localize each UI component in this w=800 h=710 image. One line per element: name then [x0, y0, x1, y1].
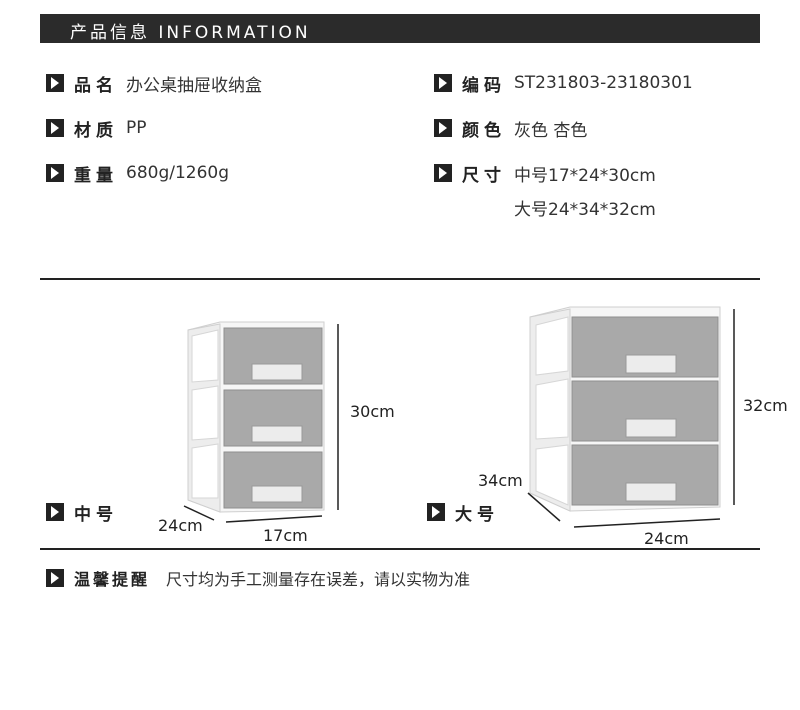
info-value-size-medium: 中号17*24*30cm: [514, 165, 656, 186]
arrow-bullet-icon: [46, 74, 64, 92]
header-title: 产品信息 INFORMATION: [70, 23, 311, 43]
info-row-code: 编码 ST231803-23180301: [434, 71, 693, 96]
notice-row: 温馨提醒 尺寸均为手工测量存在误差，请以实物为准: [46, 566, 470, 590]
info-row-material: 材质 PP: [46, 116, 147, 141]
info-label-size: 尺寸: [462, 165, 506, 186]
info-label-color: 颜色: [462, 120, 506, 141]
arrow-bullet-icon: [46, 119, 64, 137]
info-row-name: 品名 办公桌抽屉收纳盒: [46, 71, 262, 96]
info-value-material: PP: [126, 118, 147, 138]
large-label-row: 大号: [427, 500, 507, 525]
medium-cabinet-figure: [180, 320, 350, 530]
arrow-bullet-icon: [434, 119, 452, 137]
info-row-weight: 重量 680g/1260g: [46, 161, 230, 186]
info-row-color: 颜色 灰色 杏色: [434, 116, 588, 141]
info-row-size: 尺寸 中号17*24*30cm: [434, 161, 656, 186]
large-depth-label: 34cm: [478, 471, 523, 490]
header-bar: 产品信息 INFORMATION: [40, 14, 760, 43]
notice-label: 温馨提醒: [74, 570, 151, 589]
medium-height-label: 30cm: [350, 402, 395, 421]
arrow-bullet-icon: [46, 164, 64, 182]
info-label-material: 材质: [74, 120, 118, 141]
large-label: 大号: [455, 504, 499, 525]
large-height-label: 32cm: [743, 396, 788, 415]
info-label-weight: 重量: [74, 165, 118, 186]
info-value-name: 办公桌抽屉收纳盒: [126, 75, 262, 96]
info-value-size-large: 大号24*34*32cm: [514, 200, 656, 220]
large-width-label: 24cm: [644, 529, 689, 548]
section-divider-bottom: [40, 548, 760, 550]
section-divider: [40, 278, 760, 280]
info-label-name: 品名: [74, 75, 118, 96]
arrow-bullet-icon: [427, 503, 445, 521]
arrow-bullet-icon: [46, 503, 64, 521]
medium-depth-label: 24cm: [158, 516, 203, 535]
notice-text: 尺寸均为手工测量存在误差，请以实物为准: [166, 570, 471, 589]
info-value-weight: 680g/1260g: [126, 163, 230, 183]
medium-width-label: 17cm: [263, 526, 308, 545]
large-cabinet-figure: [520, 305, 750, 535]
arrow-bullet-icon: [434, 164, 452, 182]
arrow-bullet-icon: [434, 74, 452, 92]
info-value-color: 灰色 杏色: [514, 120, 588, 141]
info-value-code: ST231803-23180301: [514, 73, 693, 93]
medium-label: 中号: [74, 504, 118, 525]
arrow-bullet-icon: [46, 569, 64, 587]
medium-label-row: 中号: [46, 500, 126, 525]
info-label-code: 编码: [462, 75, 506, 96]
